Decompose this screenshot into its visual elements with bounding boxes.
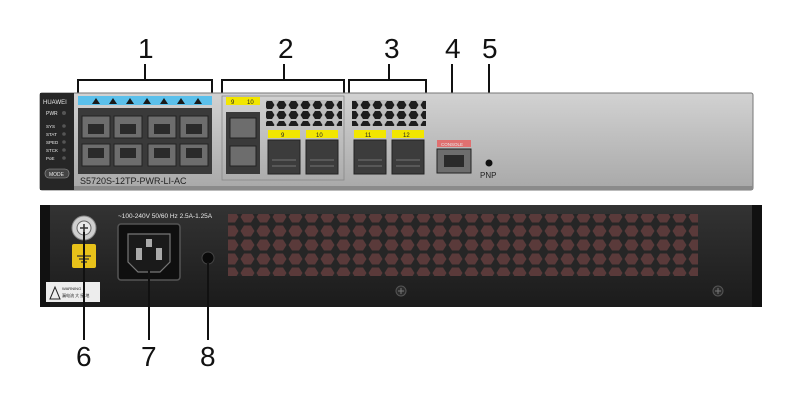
console-label: CONSOLE xyxy=(441,142,463,147)
pwr-label: PWR xyxy=(46,111,58,117)
console-jack-opening xyxy=(444,155,464,167)
bracket-group-1 xyxy=(77,64,213,93)
front-chassis-edge xyxy=(40,186,753,190)
warning-triangle-icon xyxy=(49,285,61,300)
callout-2: 2 xyxy=(278,33,294,64)
ground-screw-cross-icon xyxy=(80,224,88,232)
group3-vent xyxy=(352,100,426,126)
bracket-group-3 xyxy=(348,64,427,93)
group2-label-9: 9 xyxy=(231,100,235,106)
sfp-label-9-text: 9 xyxy=(281,133,285,139)
sfp-inner-lines-group3 xyxy=(358,159,420,167)
warning-label: WARNING xyxy=(62,286,81,291)
pwr-led xyxy=(62,111,66,115)
rear-screw-right-cross-icon xyxy=(715,288,721,294)
pnp-button[interactable] xyxy=(485,159,493,167)
sfp-label-9 xyxy=(268,130,300,138)
port-label-arrows xyxy=(92,98,202,104)
sfp-label-11 xyxy=(354,130,386,138)
sfp-port-10[interactable] xyxy=(305,139,339,175)
sfp-port-11[interactable] xyxy=(353,139,387,175)
sfp-inner-lines-group2 xyxy=(272,159,334,167)
rj45-port-9[interactable] xyxy=(229,117,257,139)
port-group-1 xyxy=(78,96,212,174)
group2-frame xyxy=(221,95,345,181)
sfp-port-12[interactable] xyxy=(391,139,425,175)
front-panel: HUAWEI PWR SYS STAT SPED STCK PoE MODE xyxy=(39,92,754,191)
sfp-port-9[interactable] xyxy=(267,139,301,175)
indicator-sped: SPED xyxy=(46,140,59,145)
group2-vent xyxy=(266,100,342,126)
console-port-group: CONSOLE xyxy=(436,140,472,174)
callout-8: 8 xyxy=(200,341,216,372)
indicator-poe: PoE xyxy=(46,156,55,161)
rear-panel: WARNING 漏电流 大 接 地 ~100-240V 50/60 Hz 2.5… xyxy=(40,205,762,307)
ac-socket-outline xyxy=(127,233,171,273)
indicator-leds xyxy=(62,124,66,160)
rj45-jack-openings xyxy=(88,124,202,158)
sfp-label-10-text: 10 xyxy=(316,133,323,139)
rear-left-edge xyxy=(40,205,50,307)
rear-screw-middle-cross-icon xyxy=(398,288,404,294)
brand-logo: HUAWEI xyxy=(43,100,67,106)
port-group-3: 11 12 xyxy=(352,100,426,175)
port-label-strip-blue xyxy=(78,96,212,105)
callout-5: 5 xyxy=(482,33,498,64)
ac-pin-live xyxy=(136,248,142,260)
callout-7: 7 xyxy=(141,341,157,372)
ac-pin-earth xyxy=(146,239,152,247)
sfp-label-12 xyxy=(392,130,424,138)
rear-vent xyxy=(228,214,698,276)
callout-6: 6 xyxy=(76,341,92,372)
power-rating-label: ~100-240V 50/60 Hz 2.5A-1.25A xyxy=(118,213,213,220)
ac-pin-neutral xyxy=(156,248,162,260)
sfp-label-11-text: 11 xyxy=(365,133,372,139)
console-label-strip xyxy=(437,140,471,147)
callout-3: 3 xyxy=(384,33,400,64)
leader-lines-rear xyxy=(83,232,209,340)
mode-label: MODE xyxy=(49,172,65,178)
indicator-stat: STAT xyxy=(46,132,57,137)
indicator-sys: SYS xyxy=(46,124,55,129)
indicator-stck: STCK xyxy=(46,148,58,153)
mode-button[interactable] xyxy=(44,168,70,179)
sfp-label-12-text: 12 xyxy=(403,133,410,139)
warning-text: 漏电流 大 接 地 xyxy=(62,292,89,298)
sfp-label-10 xyxy=(306,130,338,138)
bracket-group-2 xyxy=(221,64,345,93)
group2-label-strip xyxy=(226,97,260,105)
port-group-2: 9 10 9 10 xyxy=(221,95,345,181)
group2-label-10: 10 xyxy=(247,100,254,106)
callout-1: 1 xyxy=(138,33,154,64)
model-label: S5720S-12TP-PWR-LI-AC xyxy=(80,176,187,186)
pnp-label: PNP xyxy=(480,171,496,180)
callout-4: 4 xyxy=(445,33,461,64)
rj45-port-10[interactable] xyxy=(229,145,257,167)
rear-right-edge xyxy=(752,205,762,307)
